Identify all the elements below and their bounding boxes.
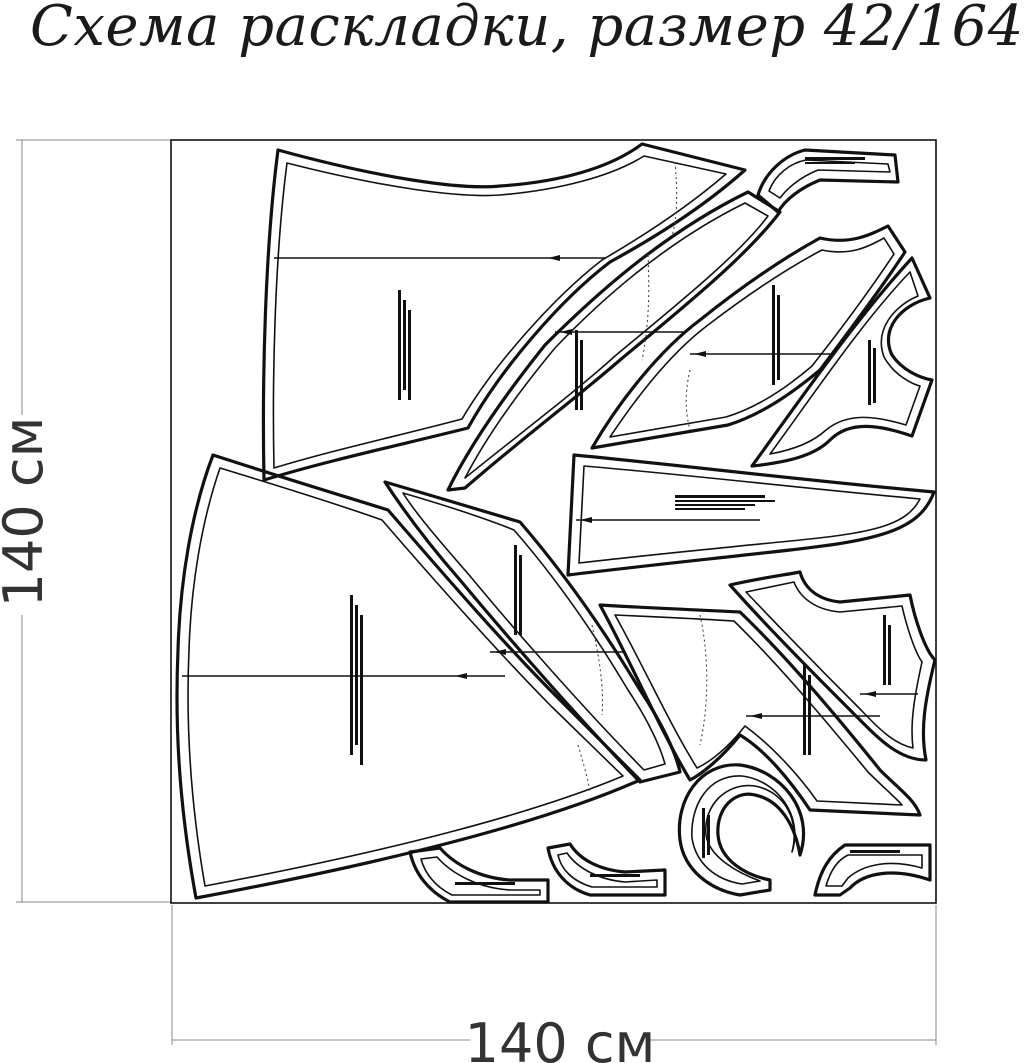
pattern-piece-neck-facing-top: [756, 148, 900, 214]
layout-diagram: 140 см 140 см: [0, 139, 937, 1063]
pattern-piece-facing-bottom-1: [408, 846, 550, 904]
pattern-piece-facing-bottom-right: [813, 843, 932, 897]
pattern-piece-collar-ring: [677, 763, 806, 897]
height-dimension-label: 140 см: [0, 417, 55, 608]
pattern-piece-sleeve-upper: [750, 256, 934, 468]
pattern-piece-belt: [566, 453, 936, 577]
pattern-piece-side-panel-lower: [383, 480, 682, 784]
fabric-boundary: [170, 139, 937, 904]
pattern-piece-side-panel-upper: [446, 190, 782, 492]
diagram-title: Схема раскладки, размер 42/164: [30, 0, 1024, 59]
pattern-piece-back-skirt-lower: [175, 453, 642, 900]
pattern-piece-front-skirt-upper: [261, 142, 747, 482]
dimension-lines: [16, 139, 937, 1045]
width-dimension-label: 140 см: [465, 1012, 656, 1063]
pattern-piece-facing-bottom-2: [546, 842, 667, 897]
pattern-piece-sleeve-lower: [728, 570, 937, 762]
pattern-piece-bodice-lower: [598, 603, 922, 817]
height-label-gap: [2, 415, 46, 615]
pattern-piece-bodice-upper: [590, 224, 907, 450]
